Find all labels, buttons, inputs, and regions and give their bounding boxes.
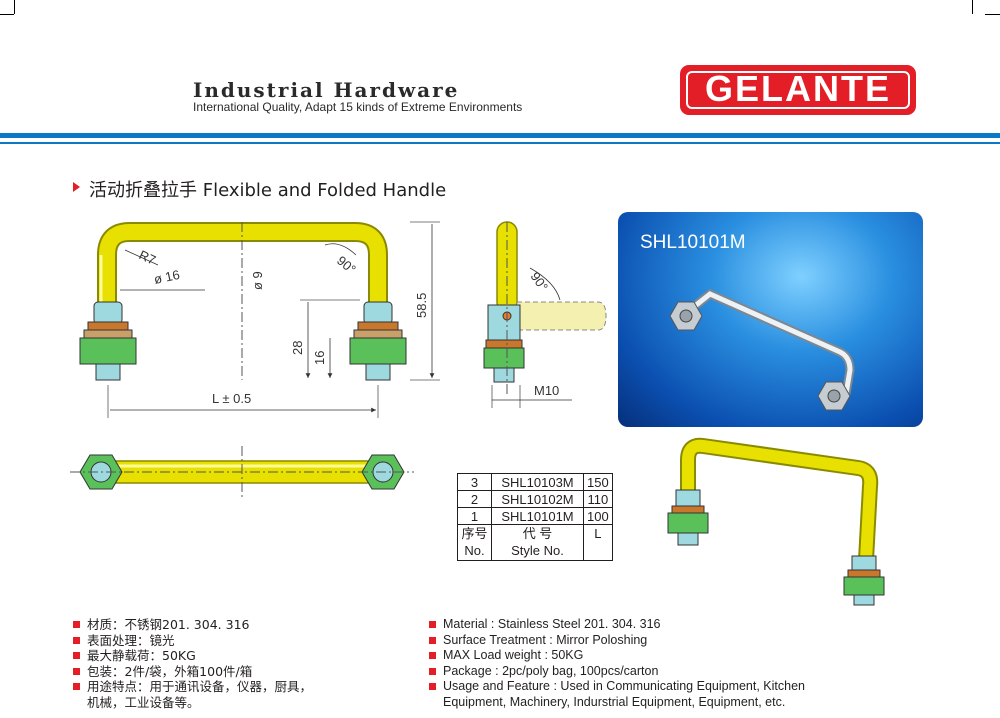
list-item: Surface Treatment : Mirror Poloshing [429, 633, 805, 649]
dim-dia16: ø 16 [153, 267, 182, 287]
table-row: 2 SHL10102M 110 [457, 490, 613, 508]
list-item: 最大静载荷：50KG [73, 648, 312, 664]
brand-subtitle: International Quality, Adapt 15 kinds of… [193, 100, 523, 114]
feature-text: 材质：不锈钢201. 304. 316 [87, 617, 250, 632]
side-view [483, 221, 607, 408]
cell-no: 2 [457, 490, 492, 508]
bullet-icon [73, 667, 80, 675]
bullet-icon [429, 621, 436, 628]
header-style-en: Style No. [511, 543, 564, 558]
dim-length: L ± 0.5 [212, 391, 251, 406]
crop-mark [0, 14, 14, 15]
feature-text: 机械，工业设备等。 [87, 694, 200, 710]
bullet-icon [429, 636, 436, 644]
isometric-view [667, 437, 885, 606]
header-l: L [583, 524, 613, 561]
list-item: 包装：2件/袋，外箱100件/箱 [73, 664, 312, 680]
header-style: 代 号 Style No. [491, 524, 584, 561]
dim-height-16: 16 [312, 351, 327, 365]
dim-angle-front: 90° [334, 253, 359, 277]
list-item-continuation: Equipment, Machinery, Indurstrial Equipm… [429, 695, 805, 711]
feature-text: 最大静载荷：50KG [87, 648, 196, 663]
photo-label: SHL10101M [640, 232, 746, 253]
bullet-icon [429, 667, 436, 675]
table-row: 3 SHL10103M 150 [457, 473, 613, 491]
dim-thread: M10 [534, 383, 559, 398]
feature-text: Material : Stainless Steel 201. 304. 316 [443, 617, 661, 631]
table-row: 1 SHL10101M 100 [457, 507, 613, 525]
feature-text: Usage and Feature : Used in Communicatin… [443, 679, 805, 693]
bullet-icon [429, 683, 436, 690]
feature-text: 表面处理：镜光 [87, 632, 175, 648]
features-cn: 材质：不锈钢201. 304. 316 表面处理：镜光 最大静载荷：50KG 包… [73, 617, 312, 710]
section-title: 活动折叠拉手 Flexible and Folded Handle [89, 180, 447, 201]
feature-text: 包装：2件/袋，外箱100件/箱 [87, 663, 253, 679]
list-item: 表面处理：镜光 [73, 633, 312, 649]
list-item-continuation: 机械，工业设备等。 [73, 695, 312, 711]
list-item: Usage and Feature : Used in Communicatin… [429, 679, 805, 695]
logo-frame [686, 71, 910, 109]
header-no: 序号 No. [457, 524, 492, 561]
dim-angle-side: 90° [528, 269, 552, 294]
cell-l: 150 [583, 473, 613, 491]
steel-handle-image [669, 288, 855, 411]
cell-style: SHL10101M [491, 507, 584, 525]
table-header-row: 序号 No. 代 号 Style No. L [457, 524, 613, 561]
cell-style: SHL10103M [491, 473, 584, 491]
bullet-icon [73, 621, 80, 628]
bullet-icon [73, 652, 80, 659]
list-item: 用途特点：用于通讯设备，仪器，厨具， [73, 679, 312, 695]
feature-text: MAX Load weight : 50KG [443, 648, 584, 662]
list-item: Package : 2pc/poly bag, 100pcs/carton [429, 664, 805, 680]
dim-r7: R7 [137, 247, 158, 268]
cell-no: 1 [457, 507, 492, 525]
product-photo: SHL10101M [618, 212, 923, 427]
dim-height-28: 28 [290, 341, 305, 355]
feature-text: Surface Treatment : Mirror Poloshing [443, 632, 648, 647]
spec-table: 3 SHL10103M 150 2 SHL10102M 110 1 SHL101… [457, 473, 613, 561]
feature-text: 用途特点：用于通讯设备，仪器，厨具， [87, 679, 313, 694]
cell-l: 100 [583, 507, 613, 525]
front-view [79, 221, 440, 418]
top-view [70, 446, 414, 500]
feature-text: Package : 2pc/poly bag, 100pcs/carton [443, 663, 659, 678]
dim-dia9: ø 9 [250, 271, 265, 290]
cell-l: 110 [583, 490, 613, 508]
features-en: Material : Stainless Steel 201. 304. 316… [429, 617, 805, 710]
list-item: MAX Load weight : 50KG [429, 648, 805, 664]
gelante-logo: GELANTE [680, 65, 916, 115]
header-band [0, 133, 1000, 138]
brand-title: Industrial Hardware [193, 78, 460, 102]
cell-no: 3 [457, 473, 492, 491]
header-no-en: No. [464, 543, 485, 558]
bullet-icon [73, 683, 80, 690]
logo-text: GELANTE [704, 68, 891, 109]
crop-mark [972, 0, 973, 14]
list-item: Material : Stainless Steel 201. 304. 316 [429, 617, 805, 633]
feature-text: Equipment, Machinery, Indurstrial Equipm… [443, 694, 786, 709]
bullet-icon [429, 652, 436, 659]
list-item: 材质：不锈钢201. 304. 316 [73, 617, 312, 633]
crop-mark [14, 0, 15, 14]
bullet-icon [73, 636, 80, 644]
crop-mark [985, 14, 1000, 15]
cell-style: SHL10102M [491, 490, 584, 508]
section-arrow-icon [73, 182, 80, 192]
header-band-thin [0, 142, 1000, 144]
header-style-cn: 代 号 [522, 526, 553, 541]
dim-height-58: 58.5 [414, 293, 429, 318]
header-no-cn: 序号 [461, 526, 488, 541]
